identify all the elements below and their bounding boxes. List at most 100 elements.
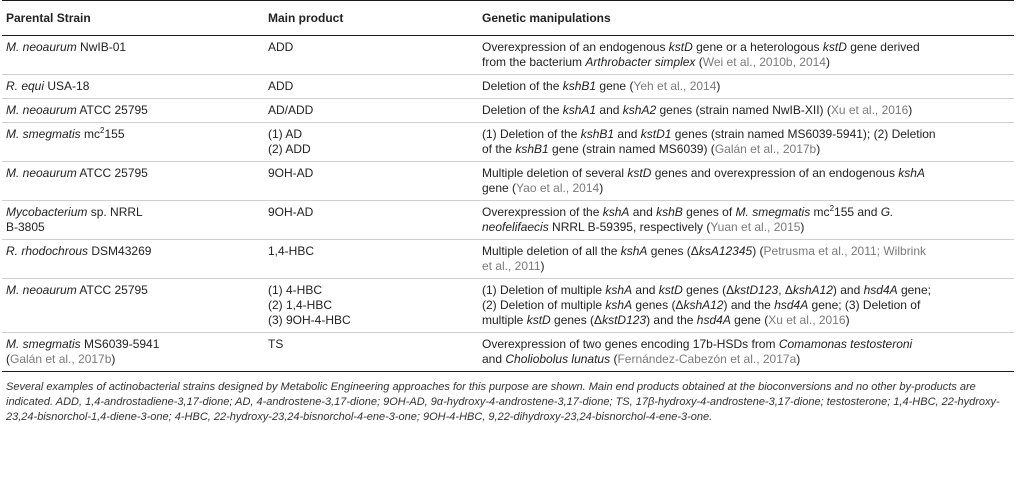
cell-genetic-manipulations: Overexpression of two genes encoding 17b… xyxy=(478,332,1014,372)
italic-term: kstD1 xyxy=(640,127,672,141)
text-run: genes (Δ xyxy=(550,313,603,327)
cell-main-product: ADD xyxy=(264,36,478,75)
citation-link[interactable]: Wei et al., 2010b, 2014 xyxy=(702,55,826,69)
italic-term: Mycobacterium xyxy=(6,205,88,219)
header-main-product: Main product xyxy=(264,0,478,36)
superscript: 2 xyxy=(100,126,105,135)
cell-main-product: 1,4-HBC xyxy=(264,239,478,279)
italic-term: kshA12 xyxy=(683,298,724,312)
text-run: Deletion of the xyxy=(482,103,563,117)
text-run: genes (strain named NwIB-XII) ( xyxy=(656,103,831,117)
cell-genetic-manipulations: Multiple deletion of all the kshA genes … xyxy=(478,239,1014,279)
text-run: and xyxy=(596,103,623,117)
text-run: genes and overexpression of an endogenou… xyxy=(651,166,899,180)
italic-term: M. neoaurum xyxy=(6,103,77,117)
product-line: (1) AD xyxy=(268,127,303,141)
text-run: ) xyxy=(796,352,801,366)
cell-parental-strain: M. smegmatis MS6039-5941(Galán et al., 2… xyxy=(2,332,264,372)
citation-link[interactable]: Galán et al., 2017b xyxy=(10,352,112,366)
table-header: Parental Strain Main product Genetic man… xyxy=(2,0,1014,36)
italic-term: kshB1 xyxy=(580,127,615,141)
cell-main-product: ADD xyxy=(264,74,478,99)
cell-main-product: 9OH-AD xyxy=(264,161,478,201)
cell-main-product: 9OH-AD xyxy=(264,200,478,240)
cell-genetic-manipulations: (1) Deletion of multiple kshA and kstD g… xyxy=(478,278,1014,333)
product-line: ADD xyxy=(268,40,294,54)
cell-main-product: AD/ADD xyxy=(264,98,478,123)
text-run: ATCC 25795 xyxy=(76,283,148,297)
text-run: NwIB-01 xyxy=(76,40,127,54)
text-run: Overexpression of the xyxy=(482,205,603,219)
italic-term: ksA12345 xyxy=(698,244,753,258)
table-caption: Several examples of actinobacterial stra… xyxy=(6,381,1000,423)
product-line: (1) 4-HBC xyxy=(268,283,323,297)
text-run: ) and the xyxy=(646,313,697,327)
text-run: ) xyxy=(800,220,805,234)
text-run: ATCC 25795 xyxy=(76,166,148,180)
italic-term: kstD123 xyxy=(602,313,647,327)
italic-term: G. xyxy=(880,205,894,219)
cell-genetic-manipulations: Overexpression of the kshA and kshB gene… xyxy=(478,200,1014,240)
text-run: gene ( xyxy=(482,181,517,195)
product-line: (3) 9OH-4-HBC xyxy=(268,313,351,327)
text-run: and xyxy=(629,205,657,219)
italic-term: kshA1 xyxy=(562,103,597,117)
text-run: ) xyxy=(540,259,545,273)
cell-parental-strain: M. neoaurum ATCC 25795 xyxy=(2,278,264,333)
italic-term: M. neoaurum xyxy=(6,166,77,180)
text-run: ( xyxy=(695,55,703,69)
citation-link[interactable]: Yao et al., 2014 xyxy=(516,181,600,195)
text-run: gene or a heterologous xyxy=(692,40,823,54)
italic-term: Comamonas testosteroni xyxy=(778,337,913,351)
cell-genetic-manipulations: (1) Deletion of the kshB1 and kstD1 gene… xyxy=(478,122,1014,162)
italic-term: R. equi xyxy=(6,79,45,93)
text-run: (1) Deletion of multiple xyxy=(482,283,606,297)
product-line: AD/ADD xyxy=(268,103,314,117)
italic-term: kshA2 xyxy=(622,103,657,117)
italic-term: M. neoaurum xyxy=(6,40,77,54)
citation-link[interactable]: Xu et al., 2016 xyxy=(768,313,846,327)
product-line: 1,4-HBC xyxy=(268,244,315,258)
italic-term: kstD xyxy=(658,283,683,297)
citation-link[interactable]: Galán et al., 2017b xyxy=(714,142,817,156)
citation-link[interactable]: Fernández-Cabezón et al., 2017a xyxy=(617,352,797,366)
italic-term: kstD123 xyxy=(734,283,779,297)
product-line: (2) 1,4-HBC xyxy=(268,298,333,312)
citation-link[interactable]: Yeh et al., 2014 xyxy=(633,79,717,93)
text-run: from the bacterium xyxy=(482,55,586,69)
citation-link[interactable]: Petrusma et al., 2011; Wilbrink xyxy=(763,244,927,258)
header-genetic-manipulations: Genetic manipulations xyxy=(478,0,1014,36)
text-run: of the xyxy=(482,142,516,156)
text-run: gene; (3) Deletion of xyxy=(808,298,921,312)
cell-main-product: (1) 4-HBC(2) 1,4-HBC(3) 9OH-4-HBC xyxy=(264,278,478,333)
cell-genetic-manipulations: Deletion of the kshA1 and kshA2 genes (s… xyxy=(478,98,1014,123)
table-row: M. smegmatis mc2155(1) AD(2) ADD(1) Dele… xyxy=(2,122,1014,162)
citation-link[interactable]: et al., 2011 xyxy=(482,259,541,273)
citation-link[interactable]: Yuan et al., 2015 xyxy=(710,220,801,234)
italic-term: R. rhodochrous xyxy=(6,244,89,258)
italic-term: Arthrobacter simplex xyxy=(585,55,696,69)
italic-term: hsd4A xyxy=(696,313,731,327)
text-run: ) ( xyxy=(752,244,764,258)
cell-genetic-manipulations: Multiple deletion of several kstD genes … xyxy=(478,161,1014,201)
product-line: ADD xyxy=(268,79,294,93)
product-line: (2) ADD xyxy=(268,142,311,156)
product-line: 9OH-AD xyxy=(268,205,314,219)
cell-parental-strain: M. neoaurum ATCC 25795 xyxy=(2,161,264,201)
italic-term: M. smegmatis xyxy=(6,127,81,141)
text-run: genes (Δ xyxy=(682,283,735,297)
italic-term: neofelifaecis xyxy=(482,220,549,234)
text-run: mc xyxy=(80,127,101,141)
text-run: Overexpression of two genes encoding 17b… xyxy=(482,337,779,351)
cell-main-product: (1) AD(2) ADD xyxy=(264,122,478,162)
italic-term: kstD xyxy=(526,313,551,327)
text-run: ) xyxy=(845,313,850,327)
header-parental-strain: Parental Strain xyxy=(2,0,264,36)
cell-parental-strain: M. neoaurum NwIB-01 xyxy=(2,36,264,75)
citation-link[interactable]: Xu et al., 2016 xyxy=(830,103,909,117)
text-run: USA-18 xyxy=(44,79,90,93)
